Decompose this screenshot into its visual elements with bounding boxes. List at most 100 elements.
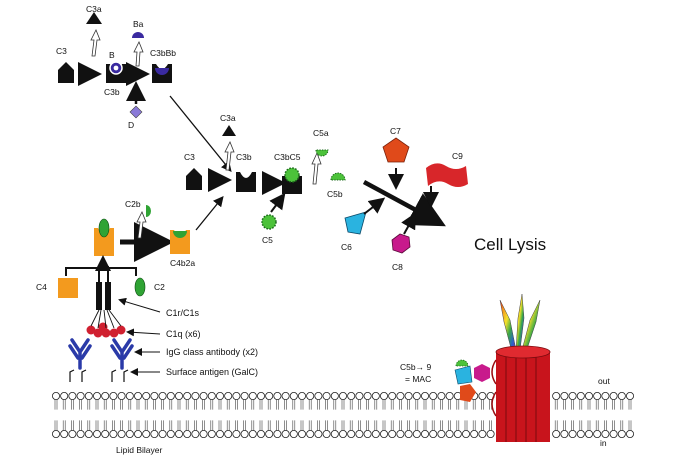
lipid-tail	[185, 420, 189, 431]
lipid-head-icon	[576, 429, 585, 438]
lipid-tail	[440, 420, 443, 431]
legend-arrow	[118, 297, 161, 313]
lipid-tail	[374, 420, 378, 431]
lipid-head-icon	[142, 429, 151, 438]
lipid-head-icon	[84, 391, 93, 400]
lipid-tail	[194, 399, 197, 410]
c2-protein-icon	[134, 277, 146, 297]
c1r-c1s-label: C1r/C1s	[166, 308, 200, 318]
c7-protein-icon	[382, 137, 410, 163]
lipid-head-icon	[191, 429, 200, 438]
mac-equals-label: = MAC	[405, 374, 431, 384]
lipid-tail	[136, 399, 140, 410]
lipid-tail	[95, 420, 99, 431]
lipid-head-icon	[461, 429, 470, 438]
c2-protein-icon	[98, 218, 110, 238]
legend-arrow	[126, 328, 161, 337]
lipid-head-icon	[617, 391, 626, 400]
in-label: in	[600, 438, 607, 448]
c6-protein-icon	[344, 211, 367, 235]
lipid-tail	[161, 420, 164, 431]
lipid-head-icon	[322, 391, 331, 400]
lipid-tail	[128, 399, 132, 410]
release-arrow-icon	[90, 29, 101, 57]
lipid-head-icon	[84, 429, 93, 438]
lipid-head-icon	[240, 391, 249, 400]
lipid-tail	[317, 399, 320, 410]
lipid-tail	[87, 420, 91, 431]
lipid-tail	[144, 420, 148, 431]
lipid-tail	[448, 399, 451, 410]
lipid-head-icon	[125, 429, 134, 438]
lipid-tail	[620, 420, 624, 431]
c8-label: C8	[392, 262, 403, 272]
lipid-tail	[202, 399, 205, 410]
lipid-head-icon	[158, 429, 167, 438]
lipid-head-icon	[593, 429, 602, 438]
lipid-head-icon	[166, 391, 175, 400]
lipid-tail	[604, 399, 607, 410]
lipid-tail	[366, 399, 369, 410]
lipid-head-icon	[412, 391, 421, 400]
lipid-tail	[243, 399, 246, 410]
merge-bracket	[65, 267, 137, 276]
lipid-head-icon	[626, 391, 635, 400]
c6-protein-icon	[454, 365, 473, 385]
lipid-tail	[472, 420, 476, 431]
lipid-tail	[571, 420, 574, 431]
c1-connector	[98, 266, 109, 282]
lipid-head-icon	[150, 391, 159, 400]
lipid-head-icon	[207, 391, 216, 400]
lipid-head-icon	[338, 429, 347, 438]
lipid-head-icon	[609, 391, 618, 400]
lipid-head-icon	[273, 391, 282, 400]
lipid-head-icon	[142, 391, 151, 400]
c2b-label: C2b	[125, 199, 141, 209]
lipid-head-icon	[232, 391, 241, 400]
c9-spike-icon	[499, 299, 517, 353]
lipid-tail	[120, 420, 123, 431]
c5a-fragment-icon	[315, 149, 329, 157]
lipid-tail	[128, 420, 132, 431]
mac-formula-label: C5b→ 9	[400, 362, 431, 372]
factor-b-core-icon	[113, 65, 119, 71]
d-label: D	[128, 120, 134, 130]
c4-protein-icon	[58, 278, 78, 298]
c9-spike-icon	[521, 299, 541, 353]
factor-d-icon	[129, 105, 143, 119]
lipid-tail	[136, 420, 140, 431]
lipid-head-icon	[76, 391, 85, 400]
c8-protein-icon	[391, 233, 411, 254]
lipid-head-icon	[404, 429, 413, 438]
lipid-head-icon	[568, 429, 577, 438]
lipid-tail	[185, 399, 189, 410]
lipid-head-icon	[363, 391, 372, 400]
c1q-label: C1q (x6)	[166, 329, 201, 339]
lipid-head-icon	[150, 429, 159, 438]
lipid-tail	[276, 399, 279, 410]
c9-protein-icon	[426, 163, 468, 187]
lipid-head-icon	[289, 429, 298, 438]
lipid-head-icon	[453, 429, 462, 438]
c5-protein-icon	[261, 214, 277, 230]
lipid-head-icon	[347, 429, 356, 438]
lipid-tail	[390, 420, 394, 431]
lipid-head-icon	[552, 391, 561, 400]
lipid-tail	[456, 420, 460, 431]
lipid-bilayer	[52, 391, 635, 438]
c3-protein-icon	[58, 62, 74, 83]
lipid-head-icon	[593, 391, 602, 400]
lipid-tail	[317, 420, 320, 431]
lipid-tail	[481, 420, 484, 431]
c3a-label: C3a	[220, 113, 236, 123]
lipid-tail	[481, 399, 484, 410]
c7-label: C7	[390, 126, 401, 136]
lipid-head-icon	[314, 391, 323, 400]
lipid-head-icon	[207, 429, 216, 438]
c4b-protein-icon	[94, 228, 114, 256]
lipid-tail	[604, 420, 607, 431]
lipid-tail	[71, 420, 74, 431]
lipid-tail	[243, 420, 246, 431]
lipid-tail	[415, 399, 419, 410]
